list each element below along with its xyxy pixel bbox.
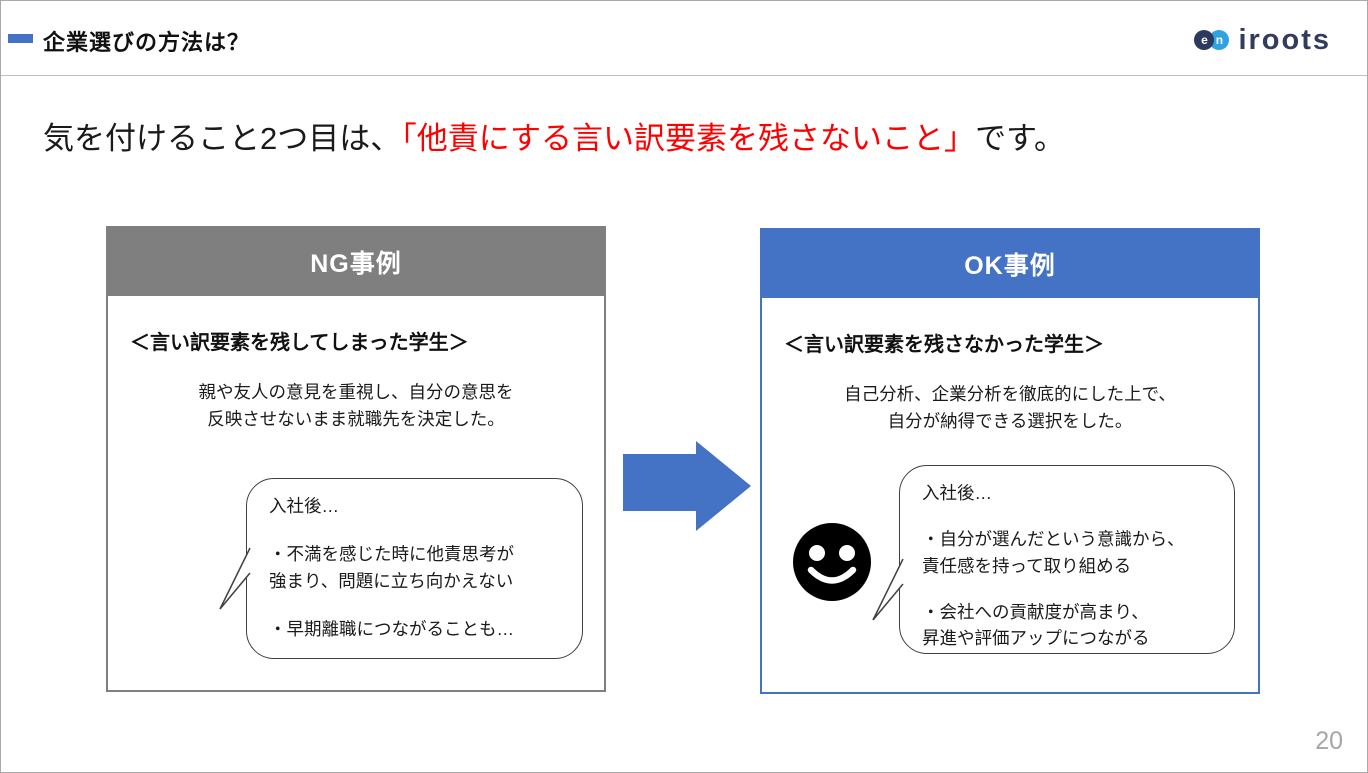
ng-case-header: NG事例 (108, 228, 604, 296)
ok-speech-bubble: 入社後… ・自分が選んだという意識から、 責任感を持って取り組める ・会社への貢… (872, 465, 1235, 654)
en-logo-n-circle: n (1209, 30, 1230, 50)
ok-case-body: 自己分析、企業分析を徹底的にした上で、 自分が納得できる選択をした。 (762, 381, 1258, 435)
ok-case-subtitle: ＜言い訳要素を残さなかった学生＞ (784, 334, 1104, 356)
lead-highlight: 「他責にする言い訳要素を残さないこと」 (401, 121, 976, 156)
lead-sentence: 気を付けること2つ目は、「他責にする言い訳要素を残さないこと」です。 (43, 113, 1065, 158)
slide-header: 企業選びの方法は？ e n iroots (1, 1, 1367, 76)
ok-case-box: OK事例 ＜言い訳要素を残さなかった学生＞ 自己分析、企業分析を徹底的にした上で… (760, 228, 1260, 694)
ng-bubble-intro: 入社後… (269, 496, 339, 516)
ok-bubble-point: 責任感を持って取り組める (922, 555, 1132, 576)
ng-case-body: 親や友人の意見を重視し、自分の意思を 反映させないまま就職先を決定した。 (108, 379, 604, 433)
spacer (922, 579, 1216, 599)
logo-brand-text: iroots (1238, 23, 1331, 56)
page-title: 企業選びの方法は？ (43, 30, 251, 55)
ok-bubble-intro: 入社後… (922, 483, 992, 503)
ng-speech-bubble: 入社後… ・不満を感じた時に他責思考が 強まり、問題に立ち向かえない ・早期離職… (219, 478, 583, 659)
right-arrow-icon (623, 441, 751, 531)
ok-bubble-point: ・会社への貢献度が高まり、 (922, 601, 1149, 622)
ok-bubble-point: ・自分が選んだという意識から、 (922, 529, 1185, 550)
ok-bubble-point: 昇進や評価アップにつながる (922, 628, 1150, 648)
en-logo-e-circle: e (1194, 30, 1215, 50)
lead-prefix: 気を付けること2つ目は、 (43, 121, 402, 156)
spacer (269, 594, 564, 616)
ok-body-line: 自己分析、企業分析を徹底的にした上で、 (844, 384, 1176, 404)
ng-body-line: 反映させないまま就職先を決定した。 (207, 409, 505, 430)
ng-bubble-tail (219, 547, 251, 610)
ng-bubble-point: ・早期離職につながることも… (269, 618, 514, 639)
ok-bubble-tail (872, 558, 904, 621)
ng-bubble-point: ・不満を感じた時に他責思考が (269, 544, 514, 565)
ng-case-box: NG事例 ＜言い訳要素を残してしまった学生＞ 親や友人の意見を重視し、自分の意思… (106, 226, 606, 692)
ok-case-header: OK事例 (762, 230, 1258, 298)
ng-case-subtitle: ＜言い訳要素を残してしまった学生＞ (130, 332, 469, 354)
lead-suffix: です。 (975, 121, 1065, 156)
iroots-logo: e n iroots (1194, 24, 1331, 56)
ng-body-line: 親や友人の意見を重視し、自分の意思を (198, 382, 514, 402)
spacer (922, 506, 1216, 526)
smiley-face-icon (793, 523, 871, 601)
ok-body-line: 自分が納得できる選択をした。 (887, 411, 1133, 432)
page-number: 20 (1315, 727, 1343, 755)
title-accent-dash (8, 34, 33, 43)
ng-bubble-point: 強まり、問題に立ち向かえない (269, 570, 514, 591)
en-logo-icon: e n (1194, 30, 1230, 50)
spacer (269, 519, 564, 541)
